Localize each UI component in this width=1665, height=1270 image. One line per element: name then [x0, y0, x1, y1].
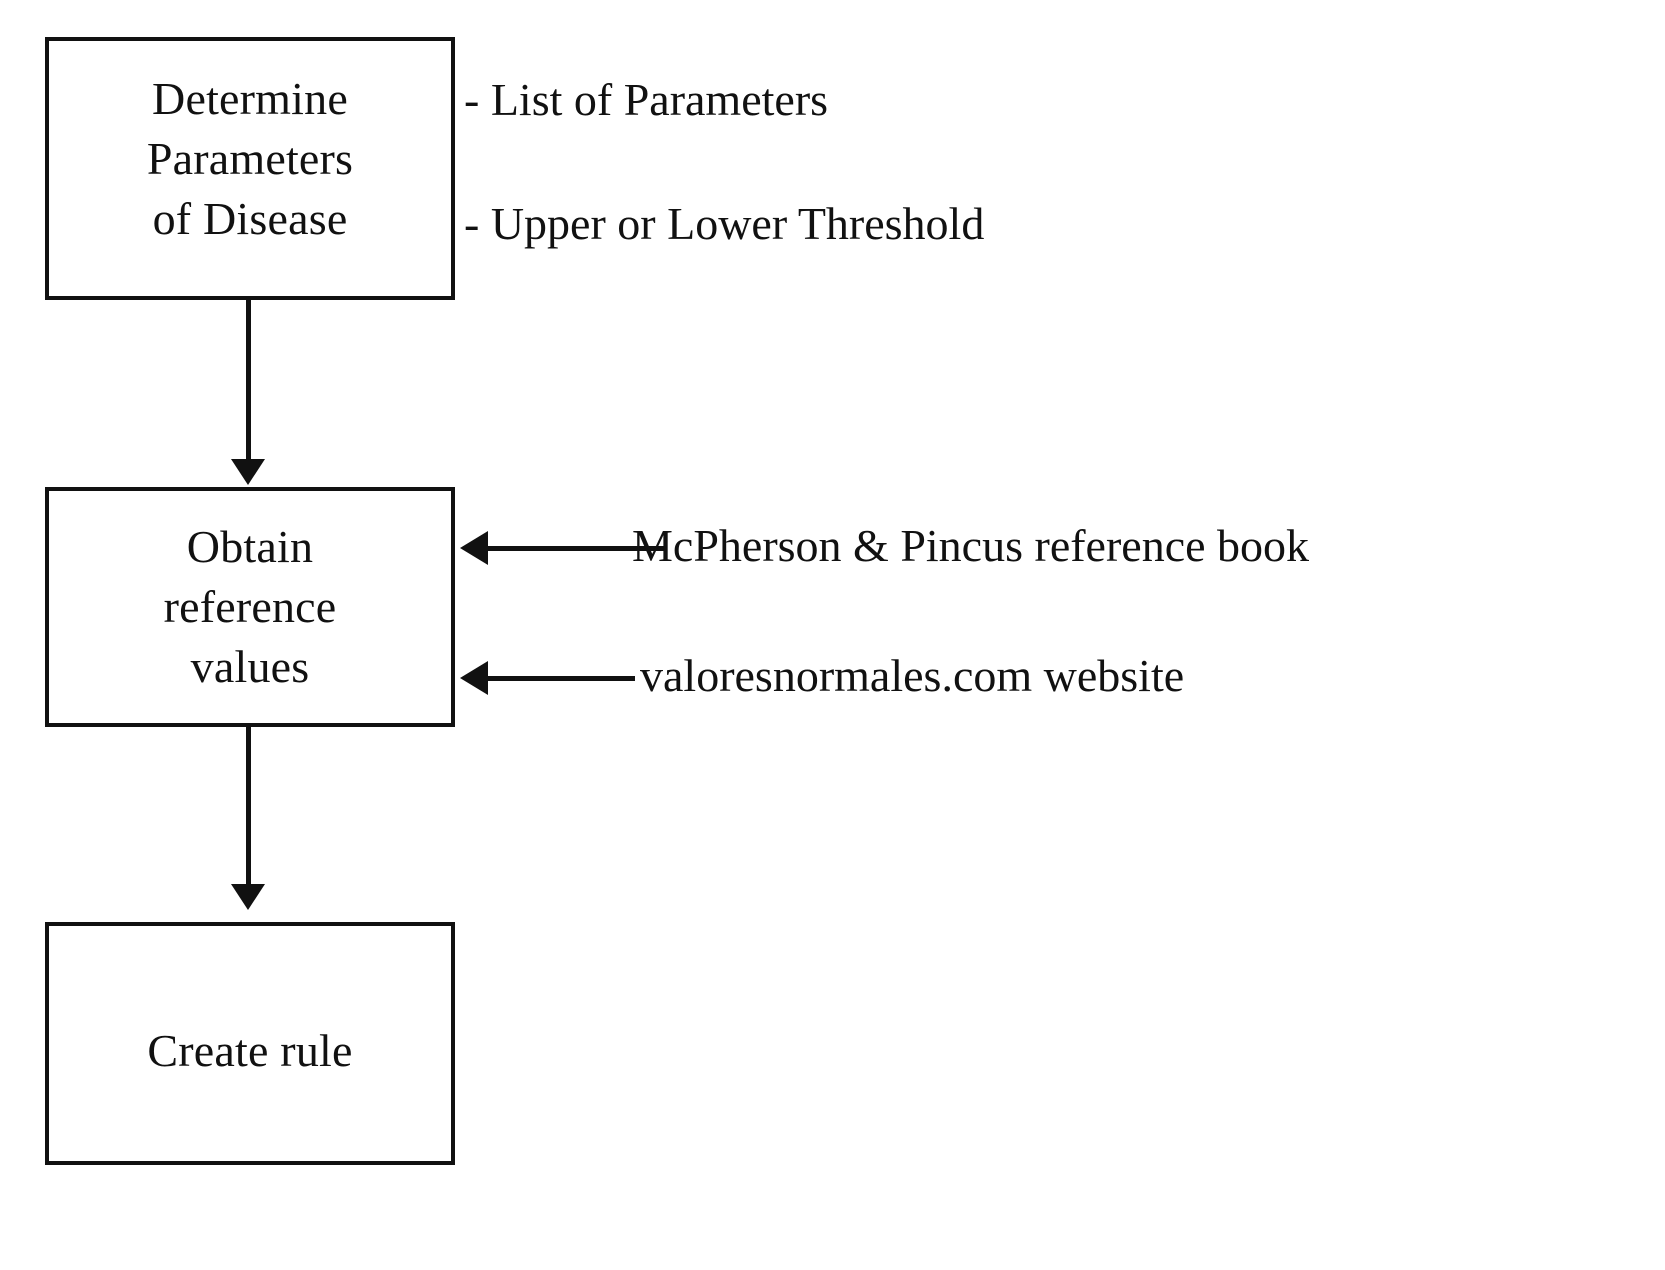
- annotation-valoresnormales-website: valoresnormales.com website: [640, 650, 1185, 701]
- edge-obtain-to-create-arrowhead-icon: [231, 884, 265, 910]
- edge-determine-to-obtain-line: [246, 300, 251, 465]
- node-determine-parameters-label: Determine Parameters of Disease: [146, 73, 354, 244]
- annotation-valoresnormales-arrowhead-icon: [460, 661, 488, 695]
- annotation-valoresnormales-connector-line: [487, 676, 635, 681]
- node-determine-parameters[interactable]: Determine Parameters of Disease: [45, 37, 455, 300]
- node-create-rule-label: Create rule: [147, 1025, 353, 1076]
- annotation-mcpherson-arrowhead-icon: [460, 531, 488, 565]
- node-create-rule[interactable]: Create rule: [45, 922, 455, 1165]
- edge-obtain-to-create-line: [246, 727, 251, 889]
- annotation-upper-lower-threshold: - Upper or Lower Threshold: [464, 198, 985, 249]
- edge-determine-to-obtain-arrowhead-icon: [231, 459, 265, 485]
- node-obtain-reference-values[interactable]: Obtain reference values: [45, 487, 455, 727]
- annotation-list-of-parameters: - List of Parameters: [464, 74, 829, 125]
- annotation-mcpherson-pincus-reference-book: McPherson & Pincus reference book: [632, 520, 1310, 571]
- node-obtain-reference-values-label: Obtain reference values: [163, 521, 337, 692]
- annotation-mcpherson-connector-line: [487, 546, 667, 551]
